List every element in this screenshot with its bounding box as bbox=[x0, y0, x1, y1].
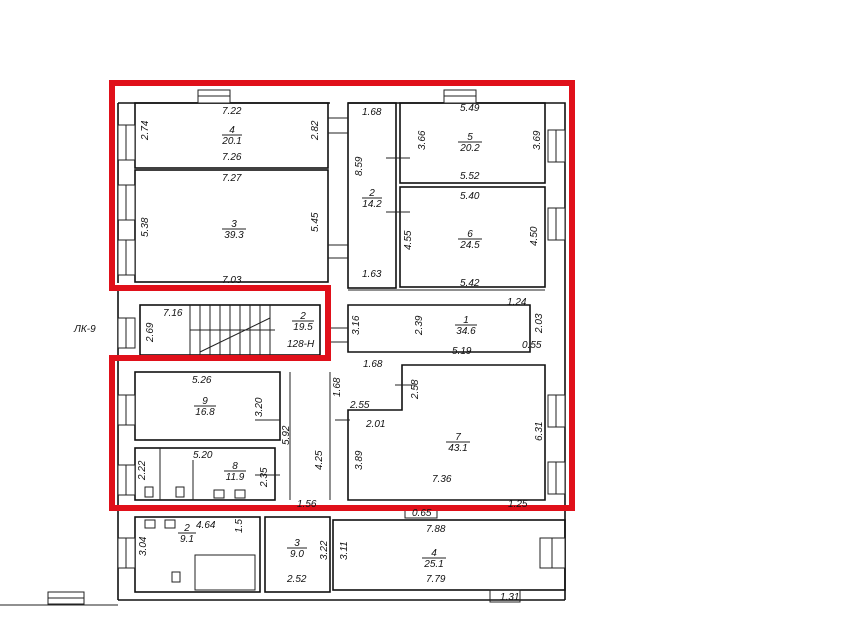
dimension-label: 0.55 bbox=[522, 340, 542, 351]
dimension-label: 2.52 bbox=[286, 574, 307, 585]
dimension-label: 0.65 bbox=[412, 508, 432, 519]
room-1-num: 1 bbox=[463, 315, 469, 326]
dimension-label: 3.04 bbox=[138, 536, 149, 556]
dimension-label: 5.20 bbox=[193, 450, 213, 461]
room-3-low-area: 9.0 bbox=[290, 549, 304, 560]
dimension-label: 2.03 bbox=[534, 313, 545, 334]
dimension-label: 5.26 bbox=[192, 375, 212, 386]
room-7-area: 43.1 bbox=[448, 443, 467, 454]
room-8-area: 11.9 bbox=[226, 472, 245, 483]
room-2-low-num: 2 bbox=[183, 523, 190, 534]
dimension-label: 3.89 bbox=[354, 450, 365, 470]
dimension-label: 1.56 bbox=[297, 499, 317, 510]
room-7-num: 7 bbox=[455, 432, 461, 443]
room-1-area: 34.6 bbox=[456, 326, 476, 337]
dimension-label: 1.68 bbox=[363, 359, 383, 370]
lk-marker: ЛК-9 bbox=[73, 324, 96, 335]
stair-steps bbox=[189, 305, 275, 355]
dimension-label: 5.42 bbox=[460, 278, 480, 289]
fixture bbox=[194, 554, 256, 591]
dimension-label: 2.22 bbox=[137, 460, 148, 481]
room-4-low-wall bbox=[332, 519, 566, 591]
dimension-label: 1.31 bbox=[500, 592, 519, 603]
fixture bbox=[489, 589, 521, 603]
dimension-label: 7.26 bbox=[222, 152, 242, 163]
dimension-label: 2.58 bbox=[410, 379, 421, 400]
dimension-label: 2.01 bbox=[365, 419, 385, 430]
room-5-num: 5 bbox=[467, 132, 473, 143]
dimension-label: 4.64 bbox=[196, 520, 216, 531]
room-3-low-wall bbox=[264, 516, 331, 593]
room-stair-num: 2 bbox=[299, 311, 306, 322]
room-1-wall bbox=[347, 304, 531, 353]
room-4-low-num: 4 bbox=[431, 548, 437, 559]
dimension-label: 5.40 bbox=[460, 191, 480, 202]
dimension-label: 3.66 bbox=[417, 130, 428, 150]
dimension-label: 2.82 bbox=[310, 120, 321, 141]
room-4-num: 4 bbox=[229, 125, 235, 136]
dimension-label: 2.39 bbox=[414, 315, 425, 336]
dimension-label: 4.55 bbox=[403, 230, 414, 250]
room-2-low-area: 9.1 bbox=[180, 534, 194, 545]
sanitary-fixtures bbox=[144, 448, 246, 583]
room-4-area: 20.1 bbox=[221, 136, 241, 147]
dimension-label: 7.88 bbox=[426, 524, 446, 535]
dimension-label: 4.25 bbox=[314, 450, 325, 470]
room-7-wall bbox=[347, 364, 546, 501]
room-6-area: 24.5 bbox=[459, 240, 480, 251]
dimension-label: 6.31 bbox=[534, 422, 545, 441]
dimension-label: 3.22 bbox=[319, 540, 330, 560]
room-3-num: 3 bbox=[231, 219, 237, 230]
room-3-area: 39.3 bbox=[224, 230, 244, 241]
door-marks bbox=[255, 117, 415, 476]
dimension-label: 2.35 bbox=[259, 467, 270, 488]
dimension-label: 1.24 bbox=[507, 297, 527, 308]
room-5-area: 20.2 bbox=[459, 143, 480, 154]
dimension-label: 1.68 bbox=[362, 107, 382, 118]
dimension-label: 4.50 bbox=[529, 226, 540, 246]
dimension-label: 2.69 bbox=[145, 322, 156, 343]
room-9-area: 16.8 bbox=[195, 407, 215, 418]
room-labels: 4 20.1 3 39.3 2 14.2 5 20.2 6 24.5 2 19.… bbox=[178, 125, 482, 570]
dimension-label: 1.5 bbox=[234, 519, 245, 533]
stair-mark: 128-Н bbox=[287, 339, 315, 350]
dimension-label: 5.19 bbox=[452, 346, 472, 357]
dimension-label: 5.38 bbox=[140, 217, 151, 237]
room-2-num: 2 bbox=[368, 188, 375, 199]
room-9-num: 9 bbox=[202, 396, 208, 407]
room-8-num: 8 bbox=[232, 461, 238, 472]
dimension-label: 7.03 bbox=[222, 275, 242, 286]
highlight-upper-block bbox=[109, 80, 575, 511]
dimension-labels: 7.22 2.74 2.82 7.26 7.27 5.38 5.45 7.03 … bbox=[137, 103, 545, 603]
dimension-label: 7.22 bbox=[222, 106, 242, 117]
room-4-low-area: 25.1 bbox=[423, 559, 443, 570]
dimension-label: 1.25 bbox=[508, 499, 528, 510]
dimension-label: 3.16 bbox=[351, 315, 362, 335]
room-6-wall bbox=[399, 186, 546, 288]
dimension-label: 5.49 bbox=[460, 103, 480, 114]
dimension-label: 7.27 bbox=[222, 173, 242, 184]
dimension-label: 7.36 bbox=[432, 474, 452, 485]
room-3-low-num: 3 bbox=[294, 538, 300, 549]
dimension-label: 8.59 bbox=[354, 156, 365, 176]
dimension-label: 5.92 bbox=[281, 425, 292, 445]
room-2-wall bbox=[347, 102, 397, 289]
dimension-label: 2.55 bbox=[349, 400, 370, 411]
room-2-area: 14.2 bbox=[362, 199, 382, 210]
room-stair-area: 19.5 bbox=[293, 322, 313, 333]
room-3-wall bbox=[134, 169, 329, 283]
dimension-label: 5.45 bbox=[310, 212, 321, 232]
windows bbox=[47, 89, 566, 605]
room-6-num: 6 bbox=[467, 229, 473, 240]
dimension-label: 3.69 bbox=[532, 130, 543, 150]
dimension-label: 7.16 bbox=[163, 308, 183, 319]
dimension-label: 3.11 bbox=[339, 541, 350, 560]
dimension-label: 7.79 bbox=[426, 574, 446, 585]
dimension-label: 2.74 bbox=[140, 120, 151, 141]
dimension-label: 1.68 bbox=[332, 377, 343, 397]
dimension-label: 3.20 bbox=[254, 397, 265, 417]
dimension-label: 1.63 bbox=[362, 269, 382, 280]
dimension-label: 5.52 bbox=[460, 171, 480, 182]
